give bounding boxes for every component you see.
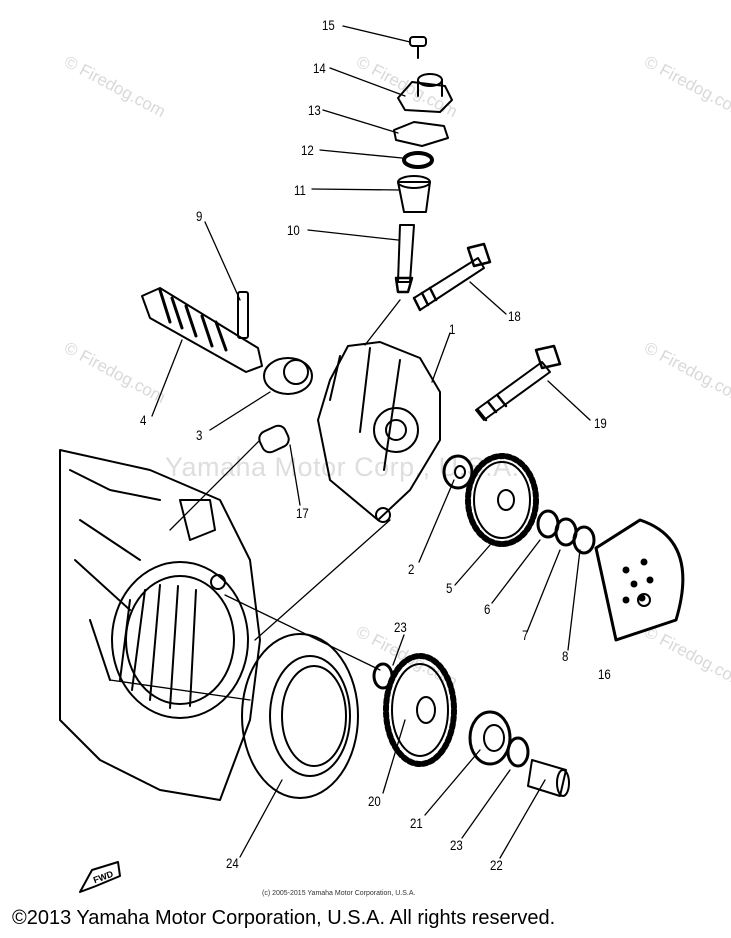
callout-3: 3: [196, 427, 203, 443]
callout-18: 18: [508, 308, 521, 324]
callout-13: 13: [308, 102, 321, 118]
callout-23-upper: 23: [394, 619, 407, 635]
part-18-bolt: [412, 242, 492, 312]
callout-8: 8: [562, 648, 569, 664]
part-3-bushing: [263, 357, 313, 395]
callout-16: 16: [598, 666, 611, 682]
callout-20: 20: [368, 793, 381, 809]
fwd-arrow-icon: [79, 861, 121, 893]
footer-copyright: ©2013 Yamaha Motor Corporation, U.S.A. A…: [12, 907, 556, 929]
part-5-gear: [465, 453, 539, 547]
part-11-bushing: [397, 175, 431, 213]
part-16-plate: [594, 518, 685, 642]
part-17-pin: [258, 424, 290, 454]
callout-15: 15: [322, 17, 335, 33]
callout-21: 21: [410, 815, 423, 831]
callout-4: 4: [140, 412, 147, 428]
callout-23-lower: 23: [450, 837, 463, 853]
callout-6: 6: [484, 601, 491, 617]
crankcase: [59, 449, 261, 801]
part-22-collar: [527, 759, 570, 797]
callout-1: 1: [449, 321, 456, 337]
callout-5: 5: [446, 580, 453, 596]
part-12-seal: [402, 151, 434, 169]
callout-24: 24: [226, 855, 239, 871]
callout-12: 12: [301, 142, 314, 158]
part-19-bolt: [475, 344, 562, 422]
callout-22: 22: [490, 857, 503, 873]
part-1-pump-body: [317, 341, 441, 523]
callout-19: 19: [594, 415, 607, 431]
part-23-washer-lower: [506, 736, 530, 768]
part-21-bearing: [468, 710, 512, 766]
part-24-ring: [241, 633, 359, 799]
callout-7: 7: [522, 627, 529, 643]
callout-10: 10: [287, 222, 300, 238]
callout-2: 2: [408, 561, 415, 577]
part-2-washer: [442, 454, 474, 490]
leader-lines: [109, 25, 591, 859]
part-10-shaft: [394, 224, 415, 294]
callout-11: 11: [294, 182, 306, 198]
part-14-cover: [397, 73, 453, 113]
part-15-screw: [409, 36, 427, 59]
part-4-kick-shaft: [141, 287, 263, 373]
callout-9: 9: [196, 208, 203, 224]
callout-14: 14: [313, 60, 326, 76]
part-13-gasket: [393, 121, 449, 147]
small-copyright: (c) 2005-2015 Yamaha Motor Corporation, …: [262, 890, 416, 897]
callout-17: 17: [296, 505, 309, 521]
part-8-washer: [572, 525, 596, 555]
part-20-gear: [383, 653, 457, 767]
